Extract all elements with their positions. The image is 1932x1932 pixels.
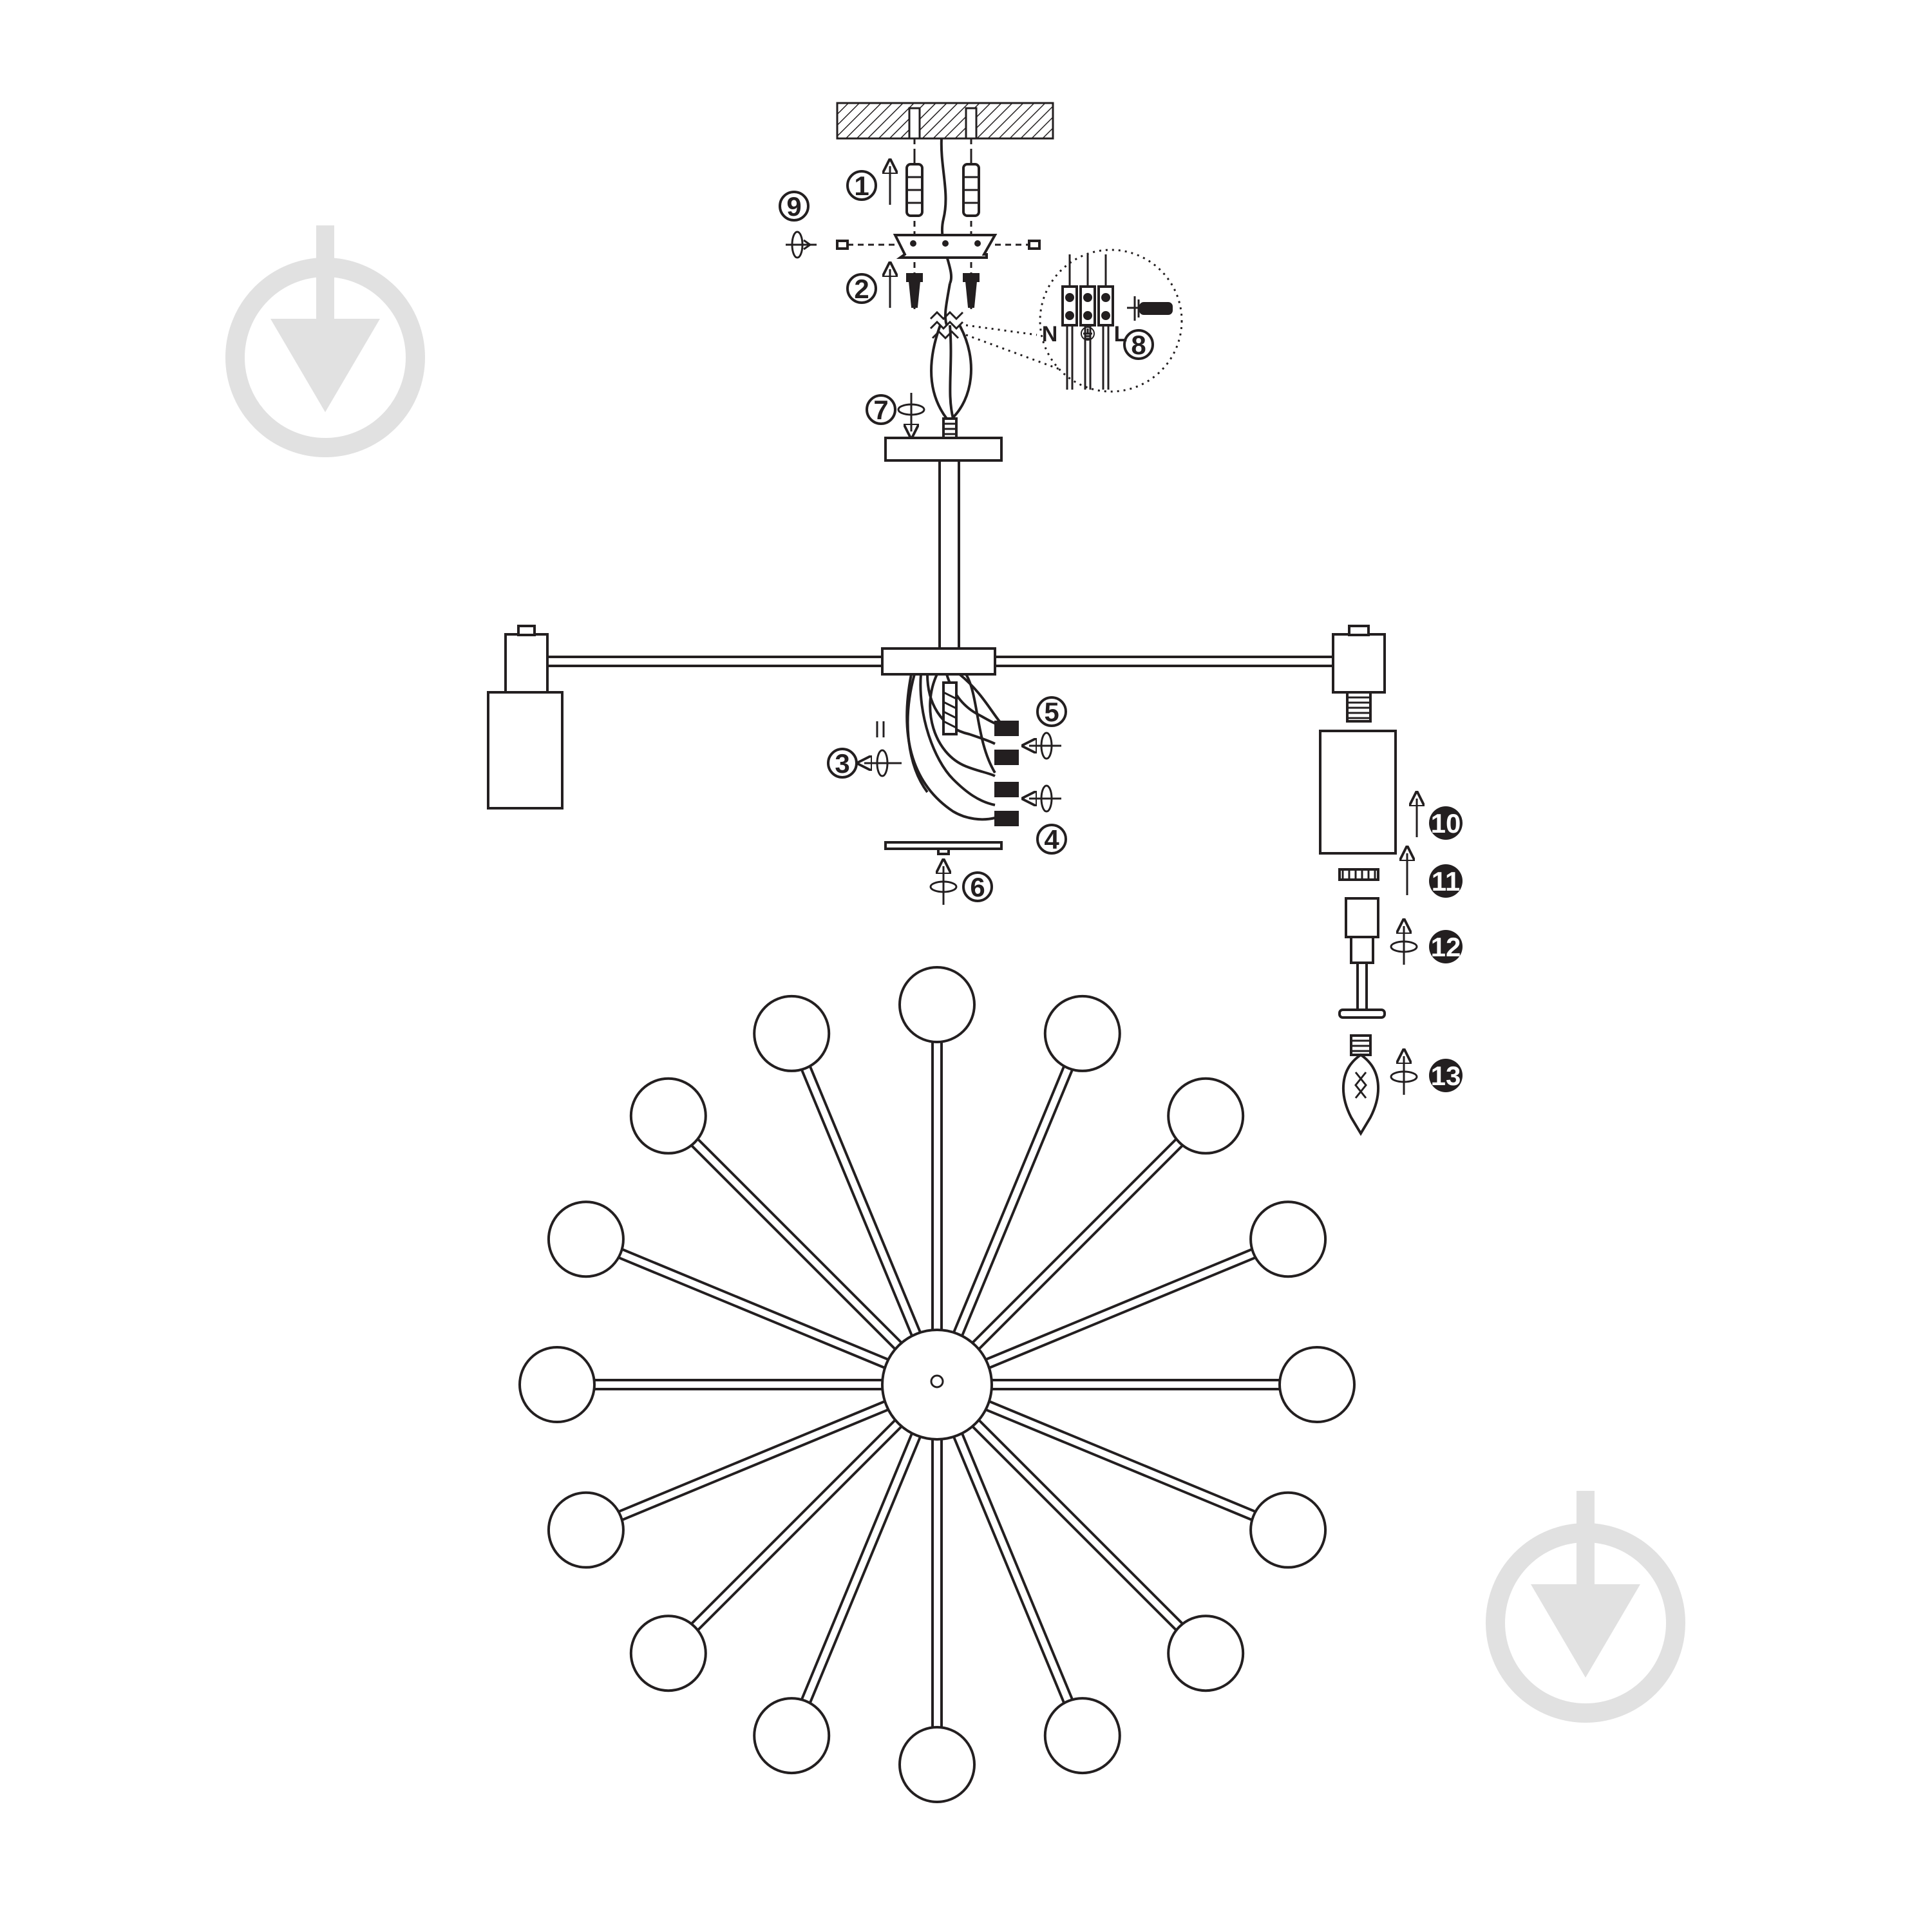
arm bbox=[981, 1246, 1260, 1371]
svg-text:8: 8 bbox=[1131, 330, 1146, 360]
svg-text:10: 10 bbox=[1431, 808, 1461, 838]
terminal-block-detail: N L bbox=[965, 249, 1183, 393]
candle-bulb bbox=[1342, 1034, 1379, 1136]
arm-left bbox=[546, 656, 884, 667]
svg-text:11: 11 bbox=[1432, 866, 1460, 896]
wall-plug bbox=[905, 151, 923, 217]
shade-ring bbox=[1338, 868, 1379, 881]
down-rod bbox=[938, 459, 960, 650]
glass-shade bbox=[1319, 730, 1397, 855]
svg-text:1: 1 bbox=[854, 171, 869, 201]
arm bbox=[987, 1379, 1283, 1390]
svg-text:9: 9 bbox=[786, 191, 801, 222]
step-9-marker: 9 bbox=[779, 191, 1041, 259]
step-7-marker: 7 bbox=[866, 393, 925, 431]
arm bbox=[614, 1246, 893, 1371]
glass-globe bbox=[629, 1077, 707, 1155]
step-8-marker: 8 bbox=[1123, 329, 1154, 360]
download-arrow-icon bbox=[225, 225, 425, 457]
glass-globe bbox=[547, 1200, 625, 1278]
lamp-holder-right bbox=[1332, 625, 1386, 723]
arm bbox=[981, 1398, 1260, 1523]
svg-text:7: 7 bbox=[873, 395, 888, 425]
screw bbox=[906, 273, 923, 308]
canopy bbox=[884, 437, 1003, 462]
arm bbox=[591, 1379, 887, 1390]
step-13-marker: 13 bbox=[1390, 1056, 1463, 1095]
step-5-marker: 5 bbox=[1029, 696, 1067, 760]
socket-tool bbox=[1338, 897, 1386, 1019]
arm bbox=[688, 1416, 906, 1634]
chandelier-top-view bbox=[518, 966, 1356, 1803]
svg-text:12: 12 bbox=[1431, 932, 1461, 962]
wire-connector bbox=[994, 750, 1019, 765]
glass-globe bbox=[1167, 1077, 1245, 1155]
glass-globe bbox=[1043, 1697, 1121, 1775]
arm bbox=[968, 1416, 1186, 1634]
arm bbox=[951, 1428, 1075, 1707]
arm bbox=[799, 1062, 923, 1341]
step-3-marker: 3 bbox=[827, 721, 902, 779]
mains-cable bbox=[940, 138, 952, 284]
glass-globe bbox=[1249, 1491, 1327, 1569]
arm bbox=[799, 1428, 923, 1707]
svg-text:4: 4 bbox=[1044, 824, 1059, 855]
glass-globe bbox=[547, 1491, 625, 1569]
step-11-marker: 11 bbox=[1407, 853, 1463, 898]
arm bbox=[968, 1135, 1186, 1354]
glass-globe bbox=[753, 994, 831, 1072]
wall-plug bbox=[962, 151, 980, 217]
glass-globe bbox=[1249, 1200, 1327, 1278]
wire-connector bbox=[994, 721, 1019, 736]
svg-text:5: 5 bbox=[1044, 697, 1059, 727]
wire-connector bbox=[994, 782, 1019, 797]
step-10-marker: 10 bbox=[1417, 799, 1463, 840]
glass-globe bbox=[1278, 1346, 1356, 1423]
arm bbox=[688, 1135, 906, 1354]
svg-text:3: 3 bbox=[835, 748, 849, 779]
central-hub bbox=[881, 647, 996, 676]
glass-globe bbox=[898, 1726, 976, 1803]
step-1-marker: 1 bbox=[846, 166, 890, 205]
arm bbox=[931, 1038, 943, 1334]
glass-globe bbox=[1167, 1615, 1245, 1692]
neutral-label: N bbox=[1042, 322, 1058, 346]
earth-icon bbox=[1081, 327, 1095, 341]
mounting-bracket bbox=[893, 234, 998, 259]
arm bbox=[614, 1398, 893, 1523]
screw bbox=[963, 273, 980, 308]
svg-text:2: 2 bbox=[854, 274, 869, 304]
step-2-marker: 2 bbox=[846, 269, 890, 308]
glass-globe bbox=[753, 1697, 831, 1775]
arm bbox=[931, 1435, 943, 1731]
connecting-wires bbox=[929, 283, 972, 420]
glass-globe bbox=[1043, 994, 1121, 1072]
wire-connector bbox=[994, 811, 1019, 826]
arm bbox=[951, 1062, 1075, 1341]
svg-text:6: 6 bbox=[970, 872, 985, 902]
glass-globe bbox=[898, 966, 976, 1043]
cover-plate bbox=[884, 841, 1003, 855]
arm-right bbox=[994, 656, 1334, 667]
step-6-marker: 6 bbox=[929, 866, 993, 905]
screwdriver-icon bbox=[1127, 296, 1173, 321]
glass-globe bbox=[629, 1615, 707, 1692]
hub-wiring bbox=[905, 673, 1009, 821]
download-arrow-icon bbox=[1486, 1491, 1685, 1723]
step-12-marker: 12 bbox=[1390, 926, 1463, 965]
step-4-marker: 4 bbox=[1029, 784, 1067, 855]
glass-globe bbox=[518, 1346, 596, 1423]
canopy-nut bbox=[942, 417, 958, 439]
center-hole bbox=[930, 1374, 944, 1388]
lamp-holder-left bbox=[487, 625, 564, 810]
svg-text:13: 13 bbox=[1431, 1061, 1461, 1091]
ceiling bbox=[836, 102, 1054, 140]
